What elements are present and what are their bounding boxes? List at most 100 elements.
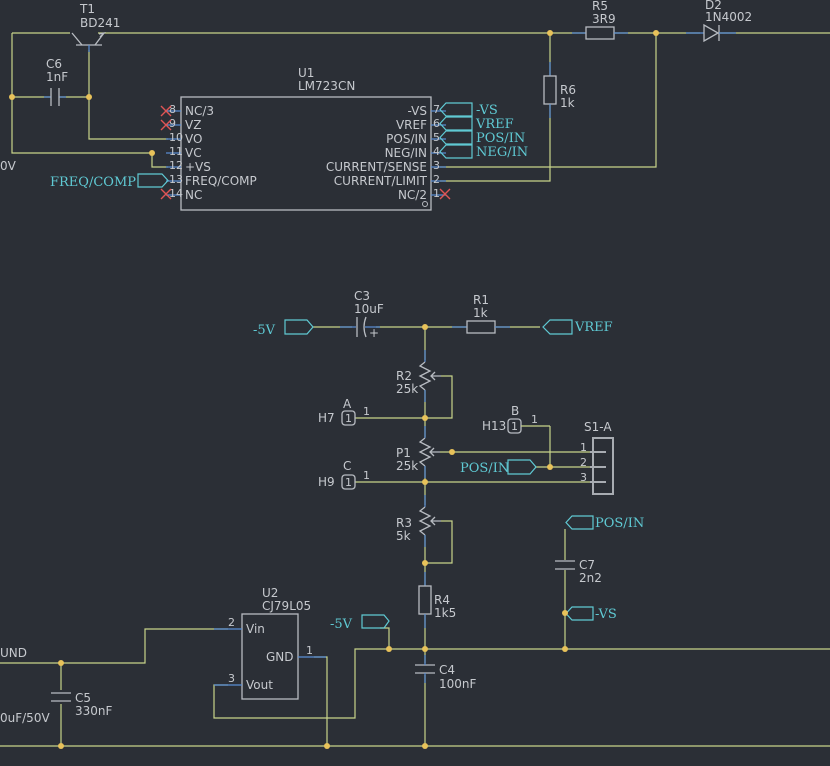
r3-ref: R3 [396, 516, 412, 530]
svg-text:1: 1 [345, 412, 352, 425]
c6-value: 1nF [46, 70, 68, 84]
u1-pin-name: VZ [185, 118, 201, 132]
no-connect-markers [160, 105, 451, 200]
r4-ref: R4 [434, 593, 450, 607]
u1-pin-name: VREF [396, 118, 427, 132]
testpoint-h7[interactable]: 1 1 A H7 [318, 397, 370, 426]
u1-pin-name: +VS [185, 160, 211, 174]
u1-ref: U1 [298, 66, 314, 80]
capacitor-c6[interactable]: C6 1nF [44, 57, 68, 106]
trimmer-r3[interactable]: R3 5k [396, 495, 441, 547]
capacitor-c5[interactable]: C5 330nF [51, 691, 113, 718]
top-junctions [9, 30, 659, 156]
r1-ref: R1 [473, 293, 489, 307]
h7-ref: H7 [318, 411, 335, 425]
u1-pin-number: 2 [433, 173, 440, 186]
edge-ground-text: UND [0, 646, 27, 660]
t1-ref: T1 [79, 2, 95, 16]
u2-ref: U2 [262, 586, 278, 600]
h13-label: B [511, 404, 519, 418]
testpoint-h13[interactable]: 1 1 B H13 [482, 404, 550, 434]
r2-value: 25k [396, 382, 418, 396]
u1-pin-name: VC [185, 146, 202, 160]
net-negin-u1: NEG/IN [476, 145, 528, 160]
capacitor-c7[interactable]: C7 2n2 POS/IN -VS [555, 515, 644, 649]
c7-ref: C7 [579, 558, 595, 572]
d2-value: 1N4002 [705, 10, 752, 24]
u1-pin-name: -VS [408, 104, 427, 118]
capacitor-c3[interactable]: + C3 10uF [340, 289, 384, 340]
edge-left-voltage: 0V [0, 159, 17, 173]
transistor-t1[interactable]: T1 BD241 [71, 2, 120, 52]
net-posin-s1: POS/IN [460, 461, 509, 476]
u1-pin-name: NC/2 [398, 188, 427, 202]
resistor-r5[interactable]: R5 3R9 [572, 0, 628, 40]
c4-value: 100nF [439, 677, 477, 691]
u1-pin-number: 11 [169, 145, 183, 158]
diode-d2[interactable]: D2 1N4002 [686, 0, 752, 43]
u1-pin-number: 9 [169, 117, 176, 130]
c6-ref: C6 [46, 57, 62, 71]
d2-ref: D2 [705, 0, 722, 12]
net-minus5v-u2: -5V [330, 617, 353, 632]
c5-ref: C5 [75, 691, 91, 705]
resistor-r1[interactable]: R1 1k [452, 293, 510, 334]
u1-pin-name: CURRENT/SENSE [326, 160, 427, 174]
p1-ref: P1 [396, 446, 411, 460]
header-s1[interactable]: S1-A 1 2 3 [580, 420, 614, 495]
c4-ref: C4 [439, 663, 455, 677]
r4-value: 1k5 [434, 606, 456, 620]
c7-value: 2n2 [579, 571, 602, 585]
potentiometer-p1[interactable]: P1 25k [396, 426, 440, 478]
svg-text:1: 1 [345, 476, 352, 489]
p1-value: 25k [396, 459, 418, 473]
u1-pin-number: 8 [169, 103, 176, 116]
u1-pin-number: 1 [433, 187, 440, 200]
testpoint-h9[interactable]: 1 1 C H9 [318, 459, 370, 490]
svg-text:+: + [369, 326, 379, 340]
resistor-r6[interactable]: R6 1k [543, 62, 576, 118]
net-freqcomp: FREQ/COMP [50, 175, 136, 190]
svg-text:3: 3 [580, 471, 587, 484]
resistor-r4[interactable]: R4 1k5 [418, 572, 456, 628]
bottom-junctions [58, 646, 568, 749]
svg-text:1: 1 [531, 413, 538, 426]
u1-pin-name: POS/IN [386, 132, 427, 146]
u2-value: CJ79L05 [262, 599, 311, 613]
u1-pin-name: NEG/IN [385, 146, 427, 160]
h9-ref: H9 [318, 475, 335, 489]
r6-ref: R6 [560, 83, 576, 97]
trimmer-r2[interactable]: R2 25k [396, 350, 441, 402]
u1-pin-number: 4 [433, 145, 440, 158]
capacitor-c4[interactable]: C4 100nF [415, 655, 477, 691]
u1-pin-number: 14 [169, 187, 183, 200]
u1-pin-name: VO [185, 132, 202, 146]
u1-pin-number: 6 [433, 117, 440, 130]
net-label-vref: VREF [542, 319, 613, 335]
r2-ref: R2 [396, 369, 412, 383]
u1-pin-number: 10 [169, 131, 183, 144]
r6-value: 1k [560, 96, 575, 110]
u1-pin-number: 3 [433, 159, 440, 172]
h13-ref: H13 [482, 419, 506, 433]
net-label-posin-s1: POS/IN [460, 459, 537, 476]
net-minus5v-c3: -5V [253, 323, 276, 338]
u1-pin-number: 13 [169, 173, 183, 186]
r3-value: 5k [396, 529, 411, 543]
net-vs-c7: -VS [595, 607, 617, 622]
net-posin-u1: POS/IN [476, 131, 525, 146]
c3-ref: C3 [354, 289, 370, 303]
svg-text:Vin: Vin [246, 622, 265, 636]
u1-value: LM723CN [298, 79, 355, 93]
net-vref: VREF [574, 320, 613, 335]
svg-text:1: 1 [580, 441, 587, 454]
net-label-minus5v-u2: -5V [330, 614, 390, 632]
net-posin-c7: POS/IN [595, 516, 644, 531]
u1-pin-name: FREQ/COMP [185, 174, 257, 188]
middle-junctions [422, 324, 568, 616]
net-label-minus5v-c3: -5V [253, 319, 314, 338]
regulator-u2[interactable]: U2 CJ79L05 2 Vin 1 GND 3 Vout [214, 586, 326, 700]
